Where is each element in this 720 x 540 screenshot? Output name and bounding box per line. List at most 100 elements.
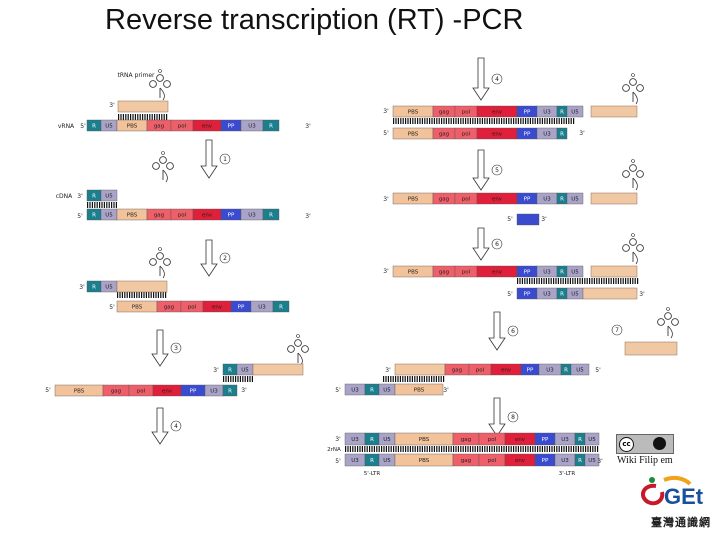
segment-label-u3: U3 bbox=[561, 437, 569, 443]
base-pair bbox=[96, 202, 98, 208]
segment-label-pp: PP bbox=[524, 270, 531, 276]
base-pair bbox=[395, 446, 397, 452]
base-pair-ticks bbox=[383, 376, 445, 382]
base-pair bbox=[627, 278, 629, 284]
base-pair bbox=[421, 446, 423, 452]
cc-license-badge[interactable]: cc bbox=[616, 434, 674, 454]
base-pair bbox=[419, 376, 421, 382]
segment-label-pbs: PBS bbox=[408, 197, 419, 203]
base-pair bbox=[580, 446, 582, 452]
segment-label-r: R bbox=[279, 305, 283, 311]
trna-loop bbox=[636, 84, 644, 92]
strand-end-label: 3' bbox=[241, 387, 247, 394]
step-number: 6 bbox=[495, 241, 499, 248]
trna-primer-5 bbox=[622, 73, 644, 105]
base-pair bbox=[160, 292, 162, 298]
base-pair bbox=[572, 278, 574, 284]
base-pair bbox=[416, 376, 418, 382]
segment-label-env: env bbox=[492, 197, 503, 203]
base-pair bbox=[496, 118, 498, 124]
segment-label-u5: U5 bbox=[576, 368, 584, 374]
step-number: 4 bbox=[495, 76, 499, 83]
step-arrow-4b: 4 bbox=[472, 57, 503, 101]
strand-end-label: 5' bbox=[77, 213, 83, 220]
segment-label-u3: U3 bbox=[543, 292, 551, 298]
segment-label-pp: PP bbox=[542, 437, 549, 443]
segment-label-pp: PP bbox=[524, 292, 531, 298]
strand-end-label: 5' bbox=[80, 123, 86, 130]
segment-label-gag: gag bbox=[461, 458, 471, 464]
step-number: 4 bbox=[174, 423, 178, 430]
segment-label-env: env bbox=[492, 110, 503, 116]
base-pair bbox=[414, 446, 416, 452]
segment-u5 bbox=[584, 453, 600, 467]
segment-label-pp: PP bbox=[228, 124, 235, 130]
segment-label-u5: U5 bbox=[588, 458, 596, 464]
primer-strand bbox=[117, 100, 169, 113]
base-pair bbox=[345, 446, 347, 452]
segment-label-env: env bbox=[202, 124, 213, 130]
trna-loop bbox=[158, 247, 162, 251]
base-pair bbox=[395, 376, 397, 382]
base-pair bbox=[546, 446, 548, 452]
arrow-shape bbox=[472, 57, 490, 101]
base-pair bbox=[431, 118, 433, 124]
trna-loop bbox=[622, 170, 630, 178]
base-pair bbox=[347, 446, 349, 452]
base-pair bbox=[431, 376, 433, 382]
trna-loop bbox=[161, 151, 165, 155]
base-pair bbox=[598, 278, 600, 284]
base-pair bbox=[503, 446, 505, 452]
step-arrow-8: 8 bbox=[488, 397, 519, 437]
base-pair bbox=[519, 278, 521, 284]
base-pair bbox=[453, 118, 455, 124]
segment-label-env: env bbox=[492, 270, 503, 276]
base-pair-ticks bbox=[393, 118, 575, 124]
base-pair bbox=[589, 446, 591, 452]
base-pair bbox=[465, 118, 467, 124]
strand-end-label: 5' bbox=[335, 458, 341, 465]
base-pair bbox=[165, 292, 167, 298]
base-pair bbox=[121, 292, 123, 298]
base-pair bbox=[479, 118, 481, 124]
base-pair bbox=[441, 446, 443, 452]
segment-label-r: R bbox=[370, 458, 374, 464]
segment-label-pp: PP bbox=[228, 213, 235, 219]
segment-label-pp: PP bbox=[524, 197, 531, 203]
base-pair bbox=[414, 118, 416, 124]
base-pair bbox=[465, 446, 467, 452]
strand-end-label: 5' bbox=[507, 216, 513, 223]
base-pair bbox=[438, 376, 440, 382]
base-pair bbox=[565, 278, 567, 284]
strand-end-label: 3' bbox=[305, 213, 311, 220]
segment-r bbox=[556, 127, 568, 140]
segment-label-gag: gag bbox=[111, 389, 121, 395]
trna-loop bbox=[156, 74, 164, 82]
segment-label-r: R bbox=[560, 110, 564, 116]
step-arrow-5: 5 bbox=[472, 149, 503, 191]
base-pair bbox=[419, 118, 421, 124]
base-pair bbox=[87, 202, 89, 208]
trna-loop bbox=[149, 80, 157, 88]
base-pair bbox=[141, 292, 143, 298]
base-pair bbox=[517, 446, 519, 452]
trna-loop bbox=[166, 162, 174, 170]
strand-end-label: 3' bbox=[597, 458, 603, 465]
base-pair bbox=[108, 202, 110, 208]
trna-primer-removed bbox=[657, 307, 679, 339]
base-pair bbox=[115, 202, 117, 208]
segment-label-pbs: PBS bbox=[414, 388, 425, 394]
segment-label-u3: U3 bbox=[351, 388, 359, 394]
base-pair bbox=[423, 376, 425, 382]
cdna-strand bbox=[582, 287, 638, 300]
base-pair bbox=[508, 446, 510, 452]
trna-tail bbox=[159, 265, 165, 279]
trna-primer-1 bbox=[149, 69, 171, 101]
base-pair bbox=[448, 118, 450, 124]
strand-end-label: 3' bbox=[383, 196, 389, 203]
base-pair bbox=[407, 118, 409, 124]
base-pair bbox=[525, 118, 527, 124]
base-pair bbox=[122, 114, 124, 120]
cdna-label: cDNA bbox=[56, 193, 73, 200]
base-pair bbox=[117, 292, 119, 298]
